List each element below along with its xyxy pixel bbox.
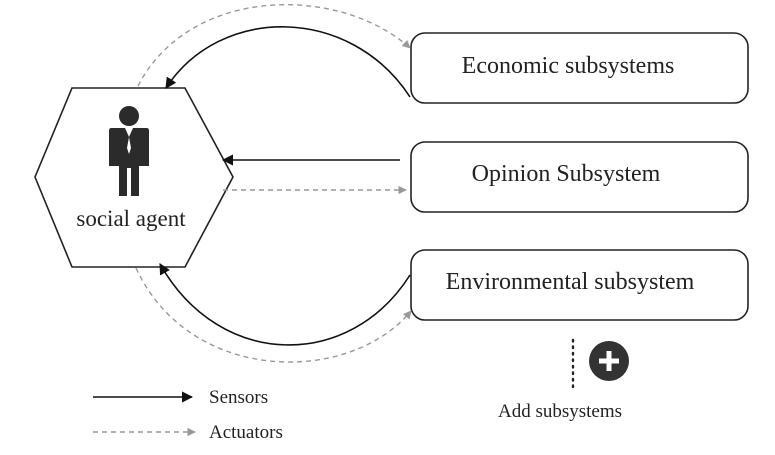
opinion-subsystem-box[interactable] (410, 141, 749, 213)
legend-actuators-label: Actuators (209, 422, 283, 443)
economic-subsystem-box[interactable] (410, 32, 749, 104)
plus-circle-icon[interactable] (589, 341, 629, 381)
environmental-sensor-arrow (159, 263, 411, 346)
economic-sensor-arrow (165, 26, 411, 98)
economic-actuator-arrow (137, 4, 411, 87)
businessman-icon (109, 106, 149, 196)
environmental-subsystem-box[interactable] (410, 249, 749, 321)
legend-sensors-label: Sensors (209, 387, 268, 408)
add-subsystems-label: Add subsystems (498, 401, 622, 422)
opinion-subsystem-label: Opinion Subsystem (472, 161, 661, 187)
environmental-actuator-arrow (135, 267, 412, 363)
social-agent-label: social agent (76, 206, 186, 231)
economic-subsystem-label: Economic subsystems (462, 53, 675, 79)
environmental-subsystem-label: Environmental subsystem (446, 269, 695, 295)
